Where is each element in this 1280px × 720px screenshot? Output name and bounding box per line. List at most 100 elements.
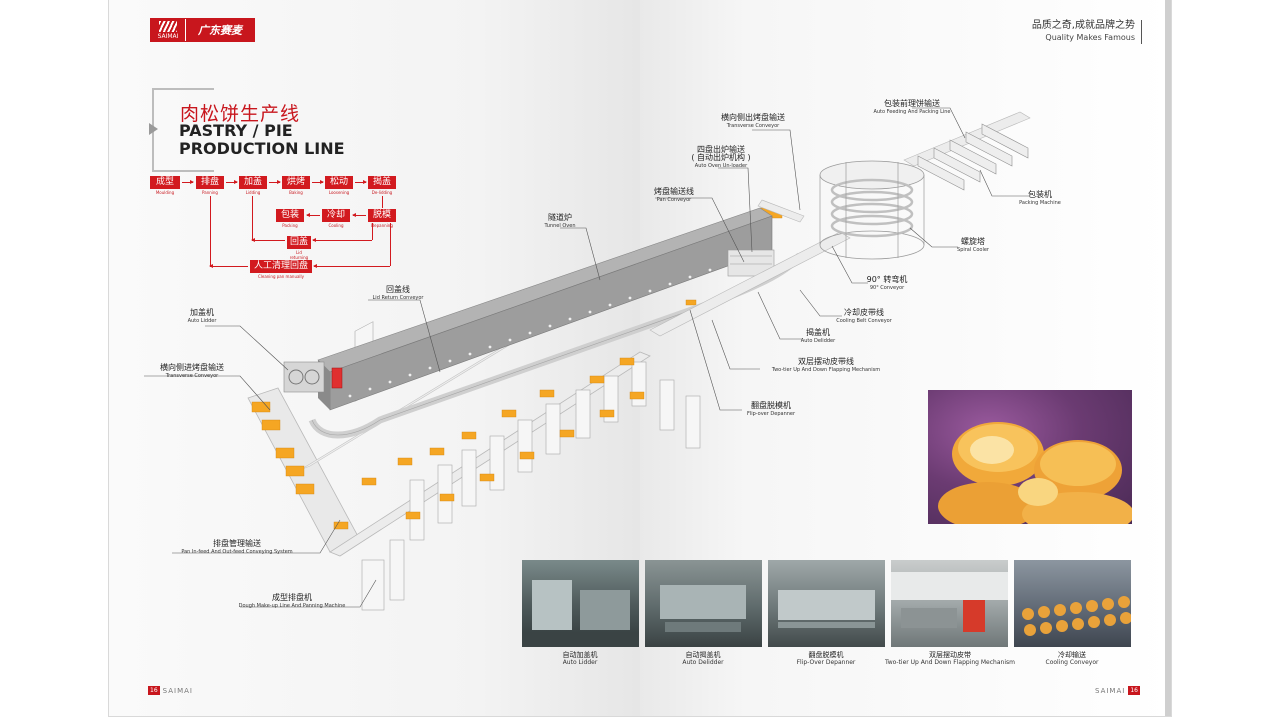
caption-cooling-conveyor-cn: 冷却输送 xyxy=(1058,651,1086,659)
flow-step-packing-en: Packing xyxy=(282,223,298,228)
callout-flip-over-en: Flip-over Depanner xyxy=(746,411,796,417)
callout-transverse-out-cn: 横向侧出烤盘输送 xyxy=(721,113,785,122)
callout-cooling-belt: 冷却皮带线 Cooling Belt Conveyor xyxy=(822,309,906,325)
flow-step-cooling: 冷却 xyxy=(322,209,350,222)
flow-lid-return: 回盖 xyxy=(287,236,311,249)
page-number-left-label: SAIMAI xyxy=(162,686,193,695)
flow-arrow xyxy=(313,264,390,268)
callout-pan-infeed-cn: 排盘管理输送 xyxy=(213,539,261,548)
callout-transverse-in-en: Transverse Conveyor xyxy=(165,373,219,379)
page-number-left: 16 SAIMAI xyxy=(148,686,193,695)
packing-machines xyxy=(917,123,1029,191)
photo-flip-over-depanner xyxy=(768,560,885,647)
callout-auto-feeding-en: Auto Feeding And Packing Line xyxy=(873,109,951,115)
transverse-out-conveyor xyxy=(757,199,805,223)
page-title-en-line1: PASTRY / PIE xyxy=(179,121,293,140)
caption-two-tier: 双层摆动皮带 Two-tier Up And Down Flapping Mec… xyxy=(880,651,1020,667)
callout-auto-delidder-en: Auto Delidder xyxy=(800,338,836,344)
auto-lidder xyxy=(283,361,325,393)
callout-spiral-cooler: 螺旋塔 Spiral Cooler xyxy=(938,238,1008,254)
flow-step-depanning: 脱模 xyxy=(368,209,396,222)
callout-oven-unloader-en: Auto Oven Un-loader xyxy=(694,163,748,169)
page-title-cn: 肉松饼生产线 xyxy=(180,103,301,125)
page-number-left-value: 16 xyxy=(148,686,160,695)
callout-tunnel-oven-cn: 隧道炉 xyxy=(548,213,572,222)
flow-arrow xyxy=(182,180,194,184)
caption-auto-lidder-en: Auto Lidder xyxy=(562,659,598,666)
callout-flip-over: 翻盘脱模机 Flip-over Depanner xyxy=(736,402,806,418)
callout-auto-feeding-cn: 包装前理饼输送 xyxy=(884,99,940,108)
photo-auto-delidder-illustration xyxy=(660,585,746,632)
photo-auto-lidder xyxy=(522,560,639,647)
baking-pans xyxy=(251,207,783,530)
spiral-cooler xyxy=(819,160,925,260)
title-arrow-icon xyxy=(149,123,158,135)
callout-pan-infeed: 排盘管理输送 Pan In-feed And Out-feed Conveyin… xyxy=(160,540,314,556)
callout-auto-lidder: 加盖机 Auto Lidder xyxy=(170,309,234,325)
callout-cooling-belt-cn: 冷却皮带线 xyxy=(844,308,884,317)
photo-two-tier-flapping-illustration xyxy=(891,572,1008,632)
flow-arrow xyxy=(269,180,281,184)
callout-90-conveyor-cn: 90° 转弯机 xyxy=(866,275,908,284)
page-number-right-label: SAIMAI xyxy=(1095,686,1126,695)
callout-oven-unloader: 四盘出炉输送 ( 自动出炉机构 ) Auto Oven Un-loader xyxy=(666,146,776,170)
caption-two-tier-cn: 双层摆动皮带 xyxy=(929,651,971,659)
callout-transverse-out: 横向侧出烤盘输送 Transverse Conveyor xyxy=(694,114,812,130)
page-edge xyxy=(1165,0,1171,716)
callout-cooling-belt-en: Cooling Belt Conveyor xyxy=(836,318,892,324)
callout-leaders xyxy=(144,107,1030,608)
callout-transverse-in: 横向侧进烤盘输送 Transverse Conveyor xyxy=(144,364,240,380)
slogan: 品质之奇,成就品牌之势 Quality Makes Famous xyxy=(1032,20,1142,44)
callout-pan-conveyor: 烤盘输送线 Pan Conveyor xyxy=(626,188,722,204)
flow-step-panning: 排盘 xyxy=(196,176,224,189)
flow-arrow xyxy=(306,213,320,217)
flow-step-moulding-en: Moulding xyxy=(155,190,175,195)
callout-tunnel-oven: 隧道炉 Tunnel Oven xyxy=(520,214,600,230)
caption-cooling-conveyor: 冷却输送 Cooling Conveyor xyxy=(1011,651,1133,667)
logo-symbol-icon xyxy=(159,21,177,32)
flow-step-loosening-en: Loosening xyxy=(328,190,350,195)
flow-arrow xyxy=(312,238,372,242)
callout-oven-unloader-cn2: ( 自动出炉机构 ) xyxy=(691,153,751,162)
callout-spiral-cooler-en: Spiral Cooler xyxy=(957,247,989,253)
callout-auto-lidder-cn: 加盖机 xyxy=(190,308,214,317)
flow-step-panning-en: Panning xyxy=(202,190,218,195)
pastry-illustration xyxy=(938,422,1132,524)
callout-tunnel-oven-en: Tunnel Oven xyxy=(544,223,576,229)
flow-step-baking: 烘烤 xyxy=(282,176,310,189)
flow-step-baking-en: Baking xyxy=(289,190,303,195)
flow-step-lidding-en: Lidding xyxy=(245,190,261,195)
flow-step-lidding: 加盖 xyxy=(239,176,267,189)
callout-auto-lidder-en: Auto Lidder xyxy=(187,318,217,324)
callout-oven-unloader-cn: 四盘出炉输送 xyxy=(697,145,745,154)
photo-cooling-conveyor xyxy=(1014,560,1131,647)
page-number-right-value: 16 xyxy=(1128,686,1140,695)
caption-cooling-conveyor-en: Cooling Conveyor xyxy=(1045,659,1099,666)
photo-two-tier-flapping xyxy=(891,560,1008,647)
caption-flip-over-depanner: 翻盘脱模机 Flip-Over Depanner xyxy=(765,651,887,667)
callout-auto-delidder-cn: 揭盖机 xyxy=(806,328,830,337)
flow-arrow xyxy=(355,180,367,184)
callout-transverse-out-en: Transverse Conveyor xyxy=(726,123,780,129)
callout-packing-machine: 包装机 Packing Machine xyxy=(1010,191,1070,207)
logo-cn: 广东赛麦 xyxy=(186,19,254,41)
caption-two-tier-en: Two-tier Up And Down Flapping Mechanism xyxy=(885,659,1015,666)
flow-step-depanning-en: Depanning xyxy=(371,223,393,228)
caption-auto-lidder-cn: 自动加盖机 xyxy=(562,651,598,659)
callout-pan-infeed-en: Pan In-feed And Out-feed Conveying Syste… xyxy=(181,549,293,555)
product-photo-pastry xyxy=(928,390,1132,524)
callout-spiral-cooler-cn: 螺旋塔 xyxy=(961,237,985,246)
logo-en: SAIMAI xyxy=(157,33,179,40)
callout-two-tier-en: Two-tier Up And Down Flapping Mechanism xyxy=(771,367,881,373)
callout-auto-delidder: 揭盖机 Auto Delidder xyxy=(786,329,850,345)
caption-auto-delidder-cn: 自动揭盖机 xyxy=(685,651,721,659)
callout-flip-over-cn: 翻盘脱模机 xyxy=(751,401,791,410)
callout-lid-return-en: Lid Return Conveyor xyxy=(372,295,424,301)
caption-auto-delidder: 自动揭盖机 Auto Delidder xyxy=(642,651,764,667)
saimai-logo: SAIMAI 广东赛麦 xyxy=(150,18,255,42)
flow-connector xyxy=(252,196,253,240)
flow-manual-clean-en: Cleaning pan manually xyxy=(257,274,305,279)
flow-manual-clean: 人工清理回盘 xyxy=(250,260,312,273)
callout-two-tier: 双层摆动皮带线 Two-tier Up And Down Flapping Me… xyxy=(758,358,894,374)
